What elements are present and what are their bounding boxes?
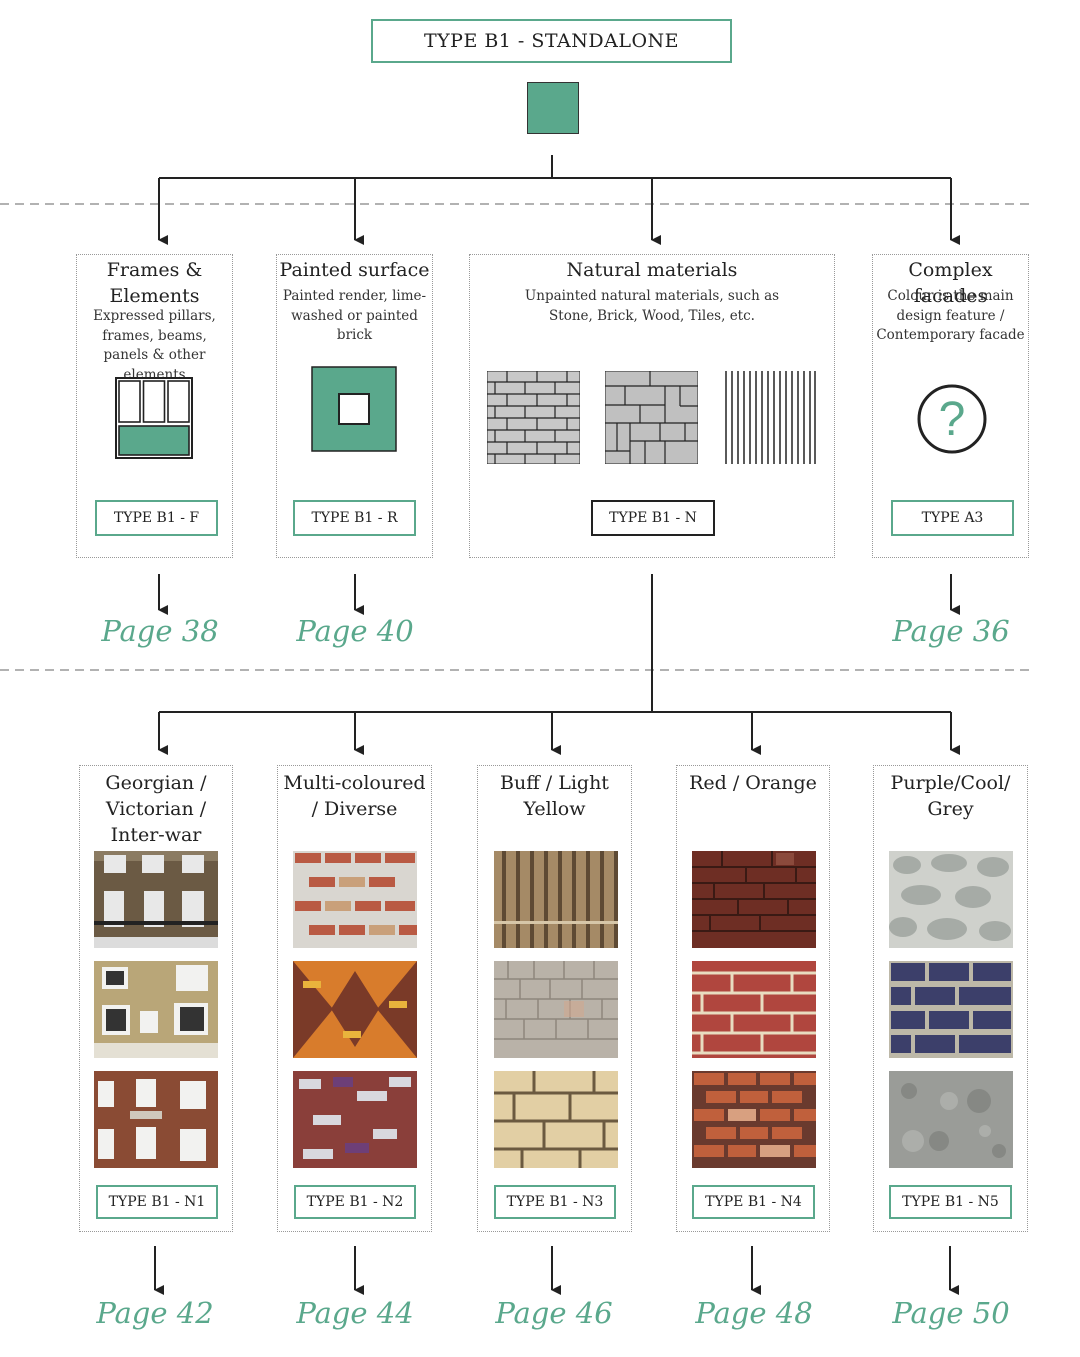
window-frame-icon (115, 377, 193, 463)
timber-slats-photo (494, 851, 618, 948)
subcategory-title: Georgian / Victorian / Inter-war (105, 772, 207, 846)
patterned-brick-photo (293, 961, 417, 1058)
subcategory-card-multicoloured: Multi-coloured / Diverse TYPE B1 - N2 (277, 765, 432, 1232)
subcategory-card-red: Red / Orange (676, 765, 830, 1232)
type-b1-n3-button[interactable]: TYPE B1 - N3 (494, 1185, 616, 1219)
type-b1-r-button[interactable]: TYPE B1 - R (293, 500, 416, 536)
subcategory-title: Buff / Light Yellow (500, 772, 609, 820)
type-b1-f-button[interactable]: TYPE B1 - F (95, 500, 218, 536)
page-link-42[interactable]: Page 42 (96, 1296, 214, 1330)
type-a3-button[interactable]: TYPE A3 (891, 500, 1014, 536)
page-link-36[interactable]: Page 36 (892, 614, 1010, 648)
subcategory-title: Multi-coloured / Diverse (283, 772, 426, 820)
shingle-tiles-photo (494, 961, 618, 1058)
type-b1-n-button[interactable]: TYPE B1 - N (591, 500, 715, 536)
wood-swatch-icon (724, 371, 817, 468)
flint-stone-photo (889, 851, 1013, 948)
blue-brick-photo (889, 961, 1013, 1058)
subcategory-card-grey: Purple/Cool/ Grey TYPE B1 - N5 (873, 765, 1028, 1232)
type-b1-n1-button[interactable]: TYPE B1 - N1 (96, 1185, 218, 1219)
orange-brick-photo (692, 1071, 816, 1168)
buff-brick-photo (494, 1071, 618, 1168)
category-card-natural: Natural materials Unpainted natural mate… (469, 254, 835, 558)
page-link-38[interactable]: Page 38 (101, 614, 219, 648)
page-link-44[interactable]: Page 44 (296, 1296, 414, 1330)
georgian-facade-photo (94, 851, 218, 948)
category-title: Frames & Elements (106, 259, 203, 307)
question-mark-icon: ? (916, 383, 988, 459)
dark-red-brick-photo (692, 851, 816, 948)
subcategory-title: Red / Orange (689, 772, 817, 794)
type-b1-n5-button[interactable]: TYPE B1 - N5 (889, 1185, 1012, 1219)
category-card-painted: Painted surface Painted render, lime-was… (276, 254, 433, 558)
category-description: Unpainted natural materials, such as Sto… (524, 288, 780, 324)
category-title: Complex facades (908, 259, 993, 307)
subcategory-card-georgian: Georgian / Victorian / Inter-war TYPE B1… (79, 765, 233, 1232)
category-card-complex: Complex facades Colour is the main desig… (872, 254, 1029, 558)
category-description: Painted render, lime-washed or painted b… (282, 288, 427, 343)
page-link-50[interactable]: Page 50 (892, 1296, 1010, 1330)
category-card-frames: Frames & Elements Expressed pillars, fra… (76, 254, 233, 558)
category-title: Natural materials (566, 259, 738, 281)
category-description: Colour is the main design feature / Cont… (876, 288, 1025, 343)
page-link-40[interactable]: Page 40 (296, 614, 414, 648)
concrete-photo (889, 1071, 1013, 1168)
victorian-facade-photo (94, 961, 218, 1058)
subcategory-card-buff: Buff / Light Yellow (477, 765, 632, 1232)
category-description: Expressed pillars, frames, beams, panels… (93, 308, 216, 383)
root-node-square (527, 82, 579, 134)
inter-war-facade-photo (94, 1071, 218, 1168)
type-b1-n4-button[interactable]: TYPE B1 - N4 (692, 1185, 815, 1219)
type-b1-n2-button[interactable]: TYPE B1 - N2 (294, 1185, 416, 1219)
weathered-brick-photo (293, 1071, 417, 1168)
red-brick-photo (692, 961, 816, 1058)
stone-swatch-icon (604, 370, 699, 468)
subcategory-title: Purple/Cool/ Grey (890, 772, 1011, 820)
mixed-brick-photo (293, 851, 417, 948)
diagram-title: TYPE B1 - STANDALONE (371, 19, 732, 63)
page-link-46[interactable]: Page 46 (495, 1296, 613, 1330)
category-title: Painted surface (279, 259, 430, 281)
svg-text:?: ? (939, 393, 966, 446)
page-link-48[interactable]: Page 48 (695, 1296, 813, 1330)
painted-square-icon (311, 366, 397, 456)
brick-swatch-icon (486, 370, 581, 468)
